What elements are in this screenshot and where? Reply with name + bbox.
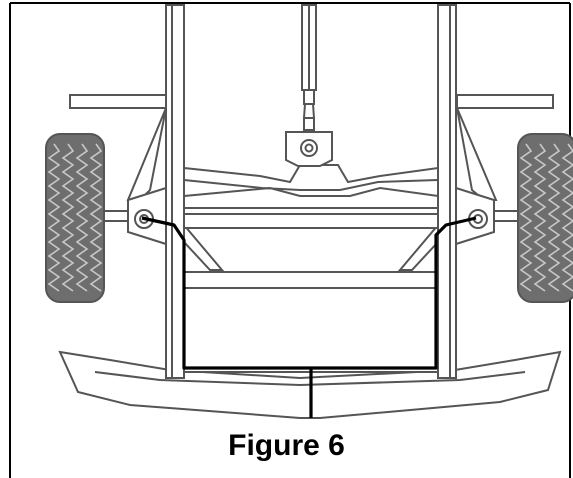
lower-deck: [183, 271, 439, 373]
axle-bar: [149, 207, 473, 229]
hitch-assembly: [285, 4, 333, 167]
tire-tread-line: [533, 143, 547, 292]
top-crossbar-left: [69, 94, 167, 109]
figure-caption: Figure 6: [228, 429, 345, 462]
tire-tread-line: [89, 143, 103, 292]
angled-braces: [183, 222, 439, 271]
upright-left: [165, 4, 185, 379]
tire-tread-line: [561, 143, 573, 292]
upright-right: [437, 4, 457, 379]
top-crossbar-right: [456, 94, 554, 109]
wheel-right: [517, 133, 573, 303]
tire-tread-line: [519, 143, 533, 292]
tire-tread-line: [61, 143, 75, 292]
tire-tread-line: [47, 143, 61, 292]
tire-tread-line: [75, 143, 89, 292]
cable-frame: [141, 216, 477, 418]
wheel-left: [45, 133, 105, 303]
upper-crossmember: [183, 164, 439, 198]
tire-tread-line: [547, 143, 561, 292]
